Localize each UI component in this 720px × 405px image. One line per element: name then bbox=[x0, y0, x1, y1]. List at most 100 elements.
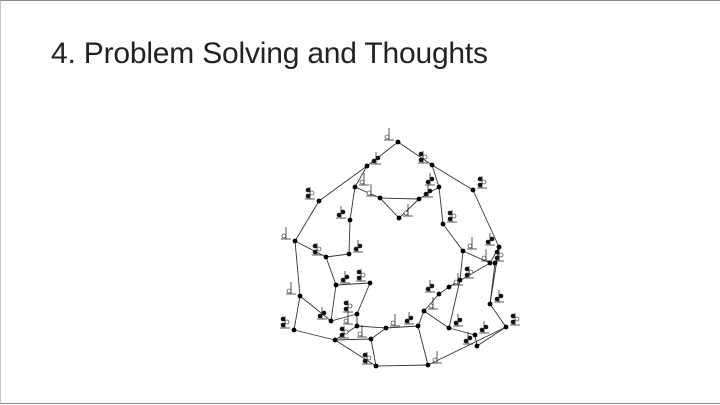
state-node bbox=[305, 187, 322, 204]
state-node bbox=[336, 206, 353, 223]
graph-edge bbox=[397, 141, 433, 166]
graph-edge bbox=[423, 293, 440, 312]
graph-edge bbox=[417, 310, 425, 327]
node-dot bbox=[492, 260, 498, 266]
state-glyph-icon bbox=[305, 187, 315, 200]
graph-edge bbox=[431, 164, 474, 191]
graph-edge bbox=[334, 339, 377, 367]
node-dot bbox=[421, 308, 427, 314]
graph-edge bbox=[489, 246, 500, 264]
state-glyph-icon bbox=[403, 204, 413, 217]
state-node bbox=[472, 321, 489, 338]
graph-edge bbox=[294, 240, 301, 297]
node-dot bbox=[297, 293, 303, 299]
graph-edge bbox=[334, 338, 372, 341]
graph-edge bbox=[294, 200, 320, 242]
graph-edge bbox=[476, 326, 507, 347]
node-dot bbox=[460, 248, 466, 254]
state-node bbox=[281, 227, 298, 244]
state-glyph-icon bbox=[371, 152, 381, 165]
state-glyph-icon bbox=[343, 312, 353, 325]
node-dot bbox=[346, 251, 352, 257]
node-dot bbox=[332, 337, 338, 343]
state-node bbox=[317, 307, 334, 324]
graph-edge bbox=[294, 240, 327, 258]
node-dot bbox=[440, 221, 446, 227]
state-glyph-icon bbox=[356, 269, 366, 282]
state-node bbox=[425, 351, 442, 368]
node-dot bbox=[347, 217, 353, 223]
state-glyph-icon bbox=[464, 266, 474, 279]
node-dot bbox=[396, 215, 402, 221]
state-glyph-icon bbox=[404, 312, 414, 325]
node-dot bbox=[436, 184, 442, 190]
graph-edge bbox=[379, 197, 400, 219]
state-node bbox=[404, 312, 421, 329]
state-node bbox=[312, 243, 329, 260]
state-glyph-icon bbox=[317, 307, 327, 320]
graph-edge bbox=[356, 325, 387, 329]
node-dot bbox=[368, 336, 374, 342]
state-glyph-icon bbox=[362, 352, 372, 365]
state-glyph-icon bbox=[432, 351, 442, 364]
graph-edge bbox=[472, 189, 500, 248]
state-node bbox=[487, 290, 504, 307]
node-dot bbox=[292, 238, 298, 244]
node-dot bbox=[377, 195, 383, 201]
state-node bbox=[286, 282, 303, 299]
graph-edge bbox=[325, 253, 350, 258]
state-glyph-icon bbox=[390, 314, 400, 327]
state-glyph-icon bbox=[423, 185, 433, 198]
state-node bbox=[366, 184, 383, 201]
state-glyph-icon bbox=[312, 243, 322, 256]
graph-edge bbox=[370, 327, 387, 340]
node-dot bbox=[436, 291, 442, 297]
state-glyph-icon bbox=[343, 300, 353, 313]
graph-edge bbox=[448, 279, 461, 329]
state-node bbox=[425, 173, 442, 190]
graph-edge bbox=[438, 186, 444, 225]
node-dot bbox=[474, 343, 480, 349]
state-node bbox=[346, 240, 363, 257]
graph-edge bbox=[325, 256, 337, 286]
node-dot bbox=[457, 277, 463, 283]
state-glyph-icon bbox=[353, 240, 363, 253]
node-dot bbox=[316, 198, 322, 204]
state-glyph-icon bbox=[481, 249, 491, 262]
state-glyph-icon bbox=[479, 321, 489, 334]
node-dot bbox=[416, 196, 422, 202]
graph-edge bbox=[398, 198, 420, 219]
state-glyph-icon bbox=[281, 227, 291, 240]
state-glyph-icon bbox=[425, 173, 435, 186]
node-dot bbox=[446, 284, 452, 290]
state-node bbox=[352, 173, 369, 190]
graph-edge bbox=[349, 186, 356, 221]
state-node bbox=[418, 151, 435, 168]
graph-edge bbox=[330, 284, 337, 322]
state-glyph-icon bbox=[366, 184, 376, 197]
state-glyph-icon bbox=[336, 206, 346, 219]
graph-edge bbox=[370, 338, 377, 367]
graph-edge bbox=[293, 329, 336, 341]
state-glyph-icon bbox=[286, 282, 296, 295]
state-glyph-icon bbox=[447, 210, 457, 223]
state-glyph-icon bbox=[510, 313, 520, 326]
state-node bbox=[280, 316, 297, 333]
graph-edge bbox=[489, 262, 496, 305]
state-node bbox=[421, 297, 438, 314]
node-dot bbox=[415, 323, 421, 329]
state-glyph-icon bbox=[357, 325, 367, 338]
node-dot bbox=[352, 184, 358, 190]
state-node bbox=[460, 237, 477, 254]
node-dot bbox=[367, 280, 373, 286]
graph-edge bbox=[299, 295, 332, 322]
state-glyph-icon bbox=[340, 271, 350, 284]
state-node bbox=[333, 271, 350, 288]
node-dot bbox=[323, 254, 329, 260]
state-node bbox=[416, 185, 433, 202]
state-node bbox=[446, 314, 463, 331]
state-node bbox=[383, 314, 400, 331]
state-glyph-icon bbox=[494, 290, 504, 303]
